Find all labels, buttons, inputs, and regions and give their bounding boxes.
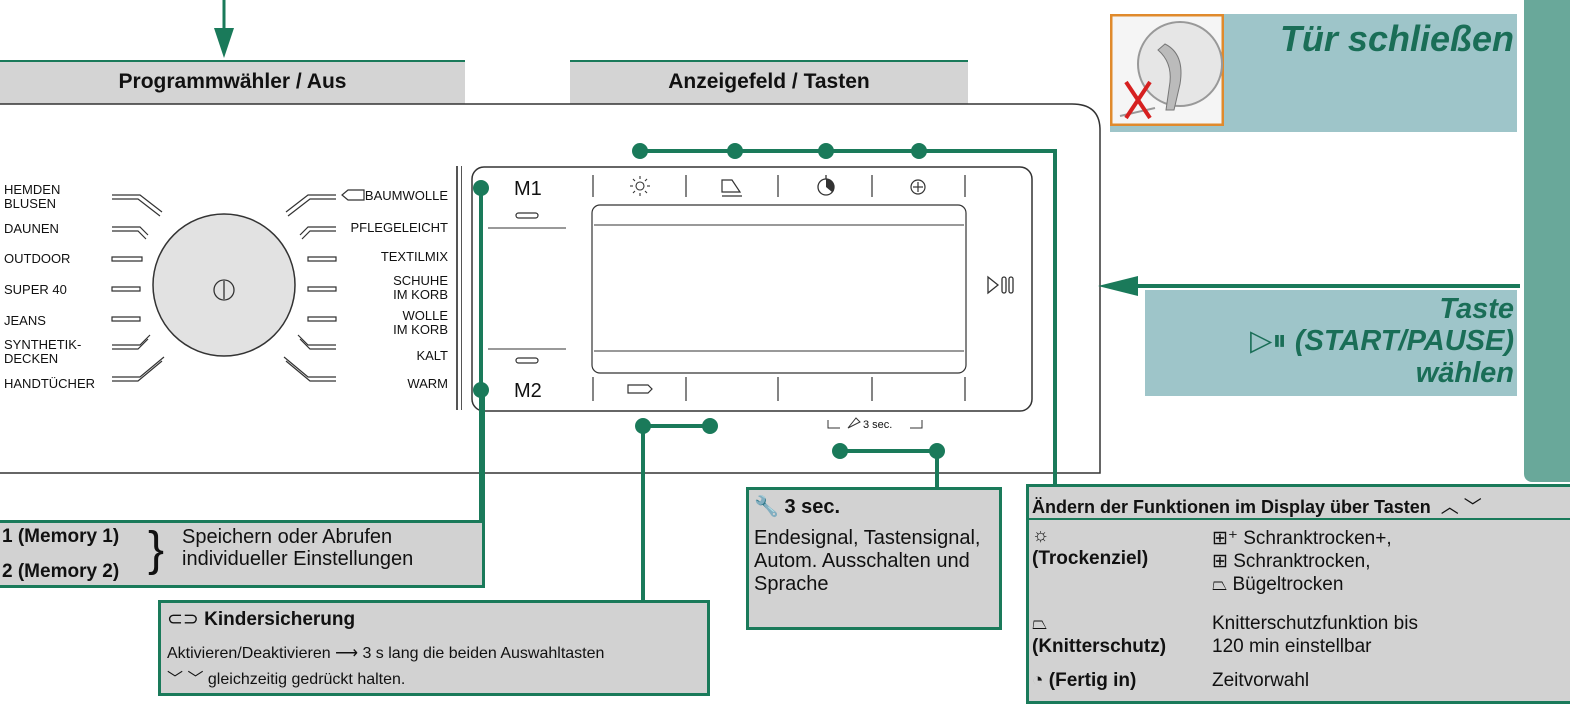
fn-row-1-label-block: ⏢ (Knitterschutz) xyxy=(1032,612,1166,658)
start-pause-icon xyxy=(987,275,1014,295)
program-left-6: HANDTÜCHER xyxy=(4,376,95,391)
fn-row-1-desc: Knitterschutzfunktion bis 120 min einste… xyxy=(1212,613,1418,657)
finish-in-icon xyxy=(817,175,835,196)
three-sec-desc: Endesignal, Tastensignal, Autom. Ausscha… xyxy=(754,527,981,595)
child-lock-desc1: Aktivieren/Deaktivieren ⟶ 3 s lang die b… xyxy=(167,645,605,662)
program-left-2: OUTDOOR xyxy=(4,251,71,266)
program-left-3: SUPER 40 xyxy=(4,282,67,297)
child-lock-title-row: ⊂⊃ Kindersicherung xyxy=(167,609,356,630)
power-symbol-icon xyxy=(213,279,235,301)
functions-divider xyxy=(1029,518,1570,520)
chevron-up-down-icon: ︿ ﹀ xyxy=(1435,497,1482,517)
fn-row-0-label: (Trockenziel) xyxy=(1032,548,1149,569)
program-right-2: TEXTILMIX xyxy=(380,249,448,264)
cotton-shirt-icon xyxy=(341,189,365,201)
program-right-0: BAUMWOLLE xyxy=(364,188,448,203)
top-arrow xyxy=(214,0,234,58)
start-pause-line2: ▷⏸ (START/PAUSE) xyxy=(1250,325,1514,357)
memory-brace: } xyxy=(148,523,165,576)
three-sec-box xyxy=(746,487,1002,630)
memory-line2: 2 (Memory 2) xyxy=(2,561,120,582)
functions-title: Ändern der Funktionen im Display über Ta… xyxy=(1032,497,1482,517)
display-panel xyxy=(471,166,1033,412)
program-dial-area xyxy=(111,194,337,382)
fn-row-0-label-block: ☼ (Trockenziel) xyxy=(1032,524,1148,570)
three-sec-title-row: 🔧 3 sec. xyxy=(754,496,841,518)
m1-label: M1 xyxy=(514,178,542,200)
fn-row-2-desc: Zeitvorwahl xyxy=(1212,670,1310,691)
program-left-5: SYNTHETIK-DECKEN xyxy=(4,337,82,366)
appliance-panel-outline xyxy=(0,103,1101,474)
anti-crease-icon xyxy=(721,179,742,197)
side-strip xyxy=(1524,0,1570,482)
iron-icon: ⏢ xyxy=(1212,574,1228,595)
finish-in-small-icon: ◔ xyxy=(1032,670,1044,691)
program-right-5: KALT xyxy=(416,348,448,363)
start-pause-box xyxy=(1145,290,1517,396)
memory-box xyxy=(0,520,485,588)
child-lock-desc2-row: ﹀ ﹀ gleichzeitig gedrückt halten. xyxy=(167,671,406,688)
child-lock-box xyxy=(158,600,710,696)
m2-label: M2 xyxy=(514,380,542,402)
program-selector-header: Programmwähler / Aus xyxy=(0,60,465,104)
program-right-6: WARM xyxy=(407,376,448,391)
dry-target-icon xyxy=(630,176,650,196)
start-pause-inline-icon: ▷⏸ xyxy=(1250,325,1287,357)
fn-row-2-label-block: ◔ (Fertig in) xyxy=(1032,670,1137,691)
anti-crease-small-icon: ⏢ xyxy=(1032,613,1048,634)
chevron-down-icon: ﹀ ﹀ xyxy=(167,671,204,688)
hold-bracket xyxy=(827,417,923,429)
cabinet-icon: ⊞ xyxy=(1212,551,1228,572)
start-pause-line1: Taste xyxy=(1439,293,1514,325)
dry-target-small-icon: ☼ xyxy=(1032,525,1050,546)
wrench-icon: 🔧 xyxy=(754,496,779,518)
hold-label: 3 sec. xyxy=(863,419,893,431)
key-icon: ⊂⊃ xyxy=(167,609,199,630)
display-keys-header: Anzeigefeld / Tasten xyxy=(570,60,968,104)
child-lock-key-icon xyxy=(627,384,653,394)
door-close-illustration xyxy=(1110,14,1224,126)
program-right-1: PFLEGELEICHT xyxy=(350,220,448,235)
fn-row-0-desc: ⊞⁺ Schranktrocken+, ⊞ Schranktrocken, ⏢ … xyxy=(1212,528,1392,595)
cabinet-plus-icon: ⊞⁺ xyxy=(1212,528,1238,549)
program-left-4: JEANS xyxy=(4,313,46,328)
memory-desc: Speichern oder Abrufen individueller Ein… xyxy=(182,526,414,570)
door-close-title: Tür schließen xyxy=(1279,18,1514,59)
start-pause-line3: wählen xyxy=(1415,357,1514,389)
plus-options-icon xyxy=(910,179,926,195)
fn-row-1-label: (Knitterschutz) xyxy=(1032,636,1167,657)
memory-line1: 1 (Memory 1) xyxy=(2,526,120,547)
program-left-1: DAUNEN xyxy=(4,221,59,236)
